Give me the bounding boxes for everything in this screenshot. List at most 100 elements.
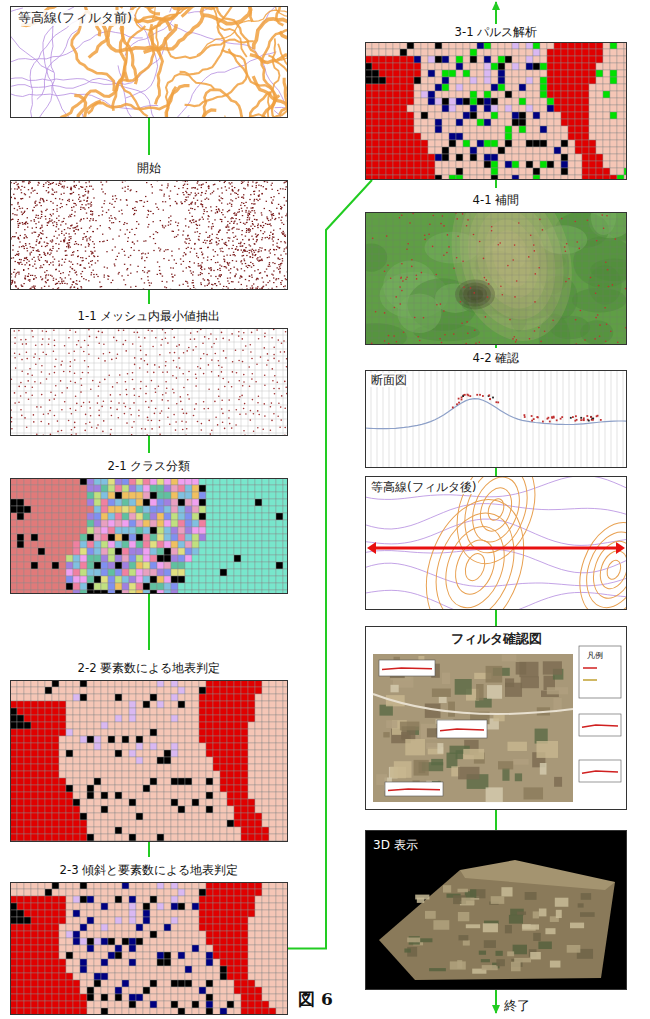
point [58,261,59,262]
point [256,241,257,242]
point [60,184,61,185]
point [68,247,69,248]
point [253,265,254,266]
contour-line [52,72,124,118]
point [196,224,197,225]
point [14,208,15,209]
point [284,182,285,183]
point [220,248,221,249]
point [247,184,248,185]
point [103,241,104,242]
contour-line [250,42,288,69]
point [67,242,68,243]
point [254,243,255,244]
point [190,332,192,334]
point [216,285,217,286]
point [31,192,32,193]
point [251,203,252,204]
point [212,223,213,224]
point [46,209,47,210]
point [53,264,54,265]
point [208,188,209,189]
point [240,242,241,243]
point [241,268,242,269]
point [167,185,168,186]
point [198,240,199,241]
grid-line [220,328,221,436]
point [250,226,251,227]
point [257,286,258,287]
point [253,239,254,240]
point [238,243,239,244]
point [133,250,134,251]
point [81,187,82,188]
point [39,267,40,268]
point [256,182,257,183]
point [220,251,221,252]
point [204,269,205,270]
point [184,252,185,253]
point [285,285,286,286]
point [60,273,61,274]
point [43,252,44,253]
grid-line [241,328,242,436]
point [21,264,22,265]
point [244,260,245,261]
point [151,330,153,332]
point [249,244,250,245]
point [235,198,236,199]
point [83,237,84,238]
point [283,224,284,225]
point [59,271,60,272]
point [52,239,53,240]
point [121,210,122,211]
grid-line [276,328,277,436]
point [217,212,218,213]
point [127,186,128,187]
point [94,247,95,248]
point [86,240,87,241]
point [30,220,31,221]
point [85,191,86,192]
point [217,262,218,263]
point [72,200,73,201]
point [188,238,189,239]
point [245,188,246,189]
point [41,225,42,226]
point [208,185,209,186]
point [252,223,253,224]
point [201,184,202,185]
point [81,244,82,245]
point [159,270,160,271]
point [239,278,240,279]
point [208,199,209,200]
point [134,207,135,208]
point [278,217,279,218]
point [136,191,137,192]
point [97,260,98,261]
point [52,189,53,190]
point [114,201,115,202]
point [29,281,30,282]
point [267,282,268,283]
point [252,221,253,222]
point [31,188,32,189]
point [150,211,151,212]
point [48,192,49,193]
point [98,331,100,333]
point [192,220,193,221]
point [136,210,137,211]
point [277,267,278,268]
point [273,270,274,271]
point [256,279,257,280]
point [158,247,159,248]
point [12,236,13,237]
point [269,250,270,251]
point [43,200,44,201]
point [170,205,171,206]
point [137,240,138,241]
point [232,190,233,191]
point [222,209,223,210]
point [98,215,99,216]
point [283,231,284,232]
